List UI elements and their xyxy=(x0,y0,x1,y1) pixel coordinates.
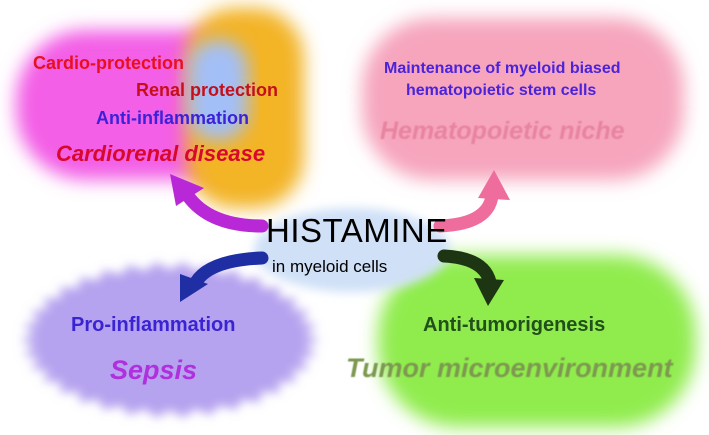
anti-inflammation-text: Anti-inflammation xyxy=(96,108,249,128)
pro-inflammation-text: Pro-inflammation xyxy=(71,314,236,336)
cardiorenal-label: Cardiorenal disease xyxy=(56,141,266,166)
arrow-to-tumor xyxy=(437,249,504,306)
arrow-to-cardiorenal xyxy=(170,174,269,233)
histamine-subtitle: in myeloid cells xyxy=(272,257,388,276)
myeloid-maintenance-text-line1: Maintenance of myeloid biased xyxy=(384,60,621,77)
histamine-center-ellipse xyxy=(254,208,450,292)
tumor-microenvironment-label: Tumor microenvironment xyxy=(346,353,673,383)
cardio-protection-text: Cardio-protection xyxy=(33,53,184,73)
hematopoietic-blob xyxy=(362,18,684,180)
arrow-to-hematopoietic xyxy=(433,170,510,233)
cardiorenal-blob xyxy=(16,8,304,208)
renal-protection-text: Renal protection xyxy=(136,80,279,100)
arrow-to-sepsis xyxy=(180,251,269,302)
sepsis-blob xyxy=(20,262,320,418)
hematopoietic-niche-label: Hematopoietic niche xyxy=(380,117,625,145)
myeloid-maintenance-text-line2: hematopoietic stem cells xyxy=(406,82,597,99)
histamine-title: HISTAMINE xyxy=(266,212,448,249)
anti-tumorigenesis-text: Anti-tumorigenesis xyxy=(423,314,606,336)
tumor-blob xyxy=(378,255,696,427)
sepsis-label: Sepsis xyxy=(110,355,198,385)
